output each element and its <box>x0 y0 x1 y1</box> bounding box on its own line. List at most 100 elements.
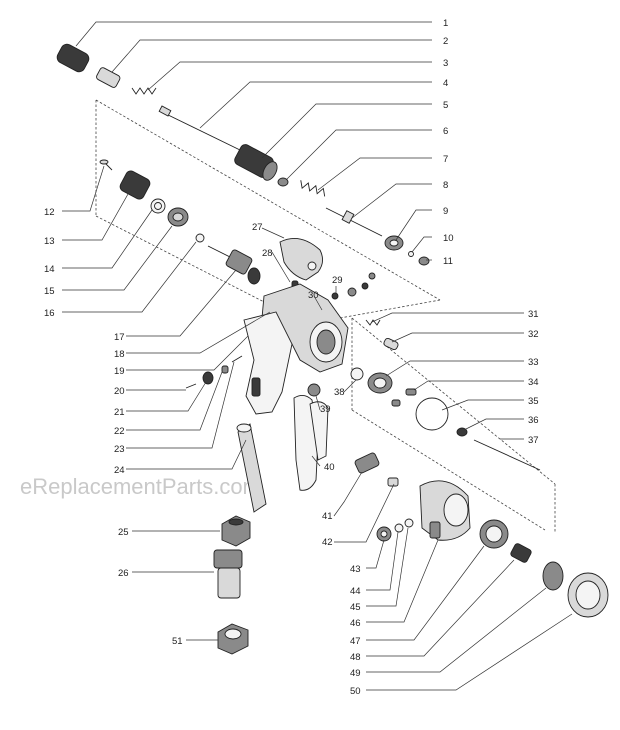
part-35-large-o-ring <box>415 397 449 431</box>
callout-24: 24 <box>114 465 125 476</box>
callout-34: 34 <box>528 377 539 388</box>
part-29-small-parts <box>331 272 376 300</box>
callout-18: 18 <box>114 349 125 360</box>
callout-1: 1 <box>443 18 448 29</box>
part-18-gun-body <box>261 283 349 373</box>
part-4-needle-rod <box>158 105 241 151</box>
callout-3: 3 <box>443 58 448 69</box>
callout-32: 32 <box>528 329 539 340</box>
callout-7: 7 <box>443 154 448 165</box>
callout-12: 12 <box>44 207 55 218</box>
part-44-45-washers <box>394 518 414 533</box>
part-10-small-washer <box>408 251 414 257</box>
callout-30: 30 <box>308 290 319 301</box>
leader-lines <box>62 21 573 691</box>
part-15-adjuster-nut <box>167 207 189 227</box>
callout-48: 48 <box>350 652 361 663</box>
part-19-handle <box>243 311 293 415</box>
part-51-hex-cap <box>217 623 249 655</box>
part-8-valve-stem <box>325 207 383 237</box>
callout-35: 35 <box>528 396 539 407</box>
callout-numbers: 1 2 3 4 5 6 7 8 9 10 11 12 13 14 15 16 1… <box>44 18 539 697</box>
callout-16: 16 <box>44 308 55 319</box>
callout-44: 44 <box>350 586 361 597</box>
callout-31: 31 <box>528 309 539 320</box>
part-47-seat-ring <box>479 519 509 549</box>
part-33-head-fitting <box>367 372 393 394</box>
callout-27: 27 <box>252 222 263 233</box>
part-42-plug <box>387 477 399 487</box>
part-25-hex-nut <box>221 515 251 547</box>
part-11-nut <box>418 256 430 266</box>
callout-50: 50 <box>350 686 361 697</box>
part-2-sleeve <box>96 67 121 88</box>
part-14-washer <box>150 198 166 214</box>
callout-37: 37 <box>528 435 539 446</box>
part-9-bearing <box>384 235 404 251</box>
callout-8: 8 <box>443 180 448 191</box>
part-22-pin <box>221 365 229 374</box>
part-23-screw <box>231 355 243 363</box>
watermark: eReplacementParts.com <box>20 474 261 499</box>
callout-5: 5 <box>443 100 448 111</box>
callout-6: 6 <box>443 126 448 137</box>
part-50-retainer-nut <box>567 572 609 618</box>
part-17-valve-assembly <box>207 245 261 285</box>
callout-17: 17 <box>114 332 125 343</box>
callout-49: 49 <box>350 668 361 679</box>
part-34-pins <box>391 388 417 407</box>
part-32-pin <box>383 337 399 351</box>
callout-25: 25 <box>118 527 129 538</box>
callout-33: 33 <box>528 357 539 368</box>
part-38-o-ring <box>350 367 364 381</box>
part-12-screw <box>99 159 113 171</box>
callout-36: 36 <box>528 415 539 426</box>
callout-13: 13 <box>44 236 55 247</box>
callout-21: 21 <box>114 407 125 418</box>
part-43-valve <box>376 526 392 542</box>
part-7-spring <box>300 180 326 197</box>
callout-14: 14 <box>44 264 55 275</box>
part-48-nozzle <box>510 543 532 563</box>
part-40-trigger <box>293 395 329 491</box>
part-1-knurled-cap <box>56 43 90 73</box>
part-16-o-ring <box>195 233 205 243</box>
part-41-fitting <box>354 452 380 474</box>
part-3-spring <box>131 87 157 95</box>
part-6-seal <box>277 177 289 187</box>
part-24-tube <box>236 423 267 513</box>
part-49-tip <box>542 561 564 591</box>
callout-29: 29 <box>332 275 343 286</box>
callout-46: 46 <box>350 618 361 629</box>
callout-51: 51 <box>172 636 183 647</box>
part-20-screw <box>185 383 197 389</box>
callout-38: 38 <box>334 387 345 398</box>
callout-39: 39 <box>320 404 331 415</box>
part-31-spring <box>365 319 381 326</box>
callout-10: 10 <box>443 233 454 244</box>
callout-15: 15 <box>44 286 55 297</box>
part-46-manifold <box>419 480 471 541</box>
callout-9: 9 <box>443 206 448 217</box>
callout-28: 28 <box>262 248 273 259</box>
part-5-housing-nut <box>234 144 278 181</box>
part-26-swivel <box>213 549 243 599</box>
callout-47: 47 <box>350 636 361 647</box>
callout-22: 22 <box>114 426 125 437</box>
callout-2: 2 <box>443 36 448 47</box>
part-13-knurled-knob <box>119 170 151 200</box>
callout-11: 11 <box>443 256 453 267</box>
callout-23: 23 <box>114 444 125 455</box>
part-21-nut <box>202 371 214 385</box>
assembly-guide-lines <box>95 99 556 532</box>
callout-19: 19 <box>114 366 125 377</box>
part-27-trigger-guard <box>279 237 323 281</box>
callout-41: 41 <box>322 511 333 522</box>
part-39-ball <box>307 383 321 397</box>
callout-40: 40 <box>324 462 335 473</box>
callout-26: 26 <box>118 568 129 579</box>
callout-20: 20 <box>114 386 125 397</box>
callout-43: 43 <box>350 564 361 575</box>
